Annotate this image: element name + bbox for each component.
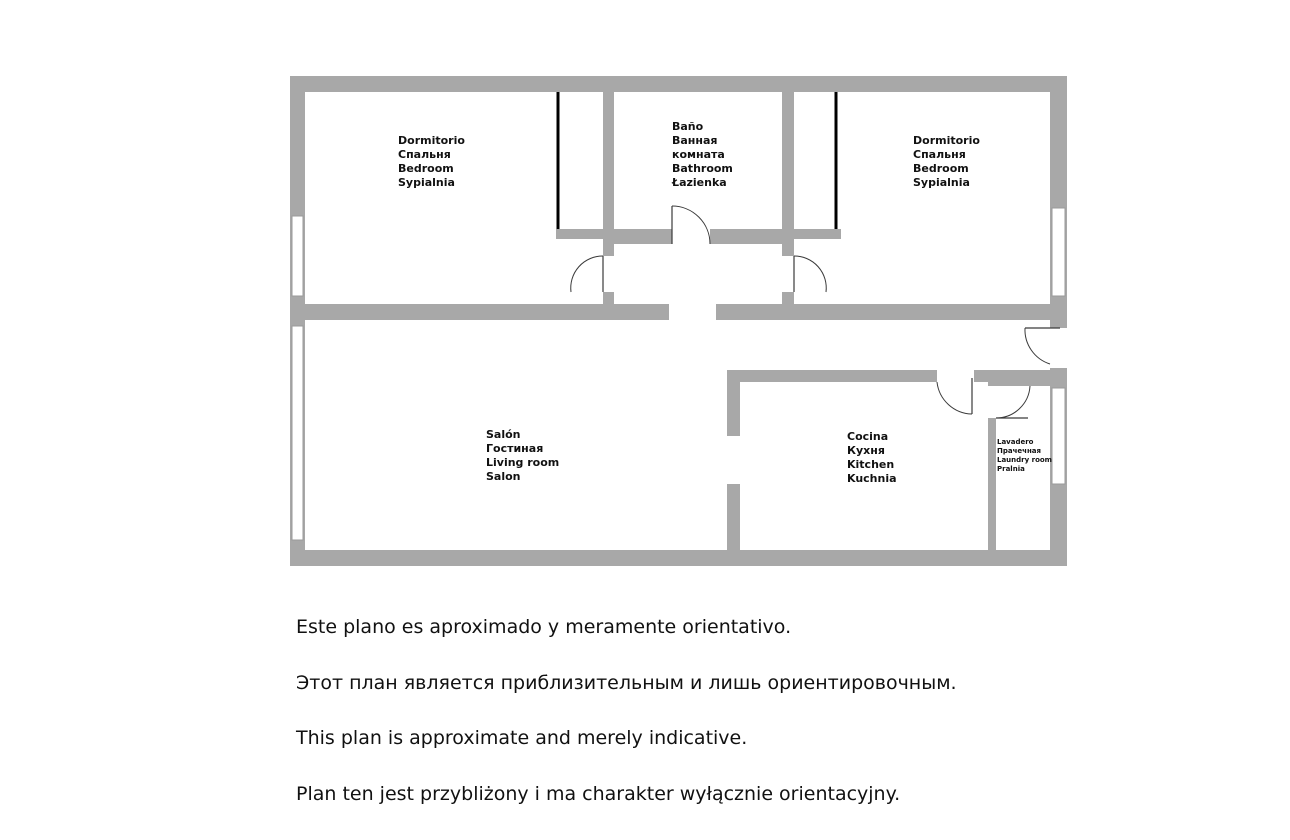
kitchen-top-wall [727,370,937,382]
note-spanish: Este plano es aproximado y meramente ori… [296,616,792,638]
right-bedroom-door-opening [782,256,794,292]
room-bedroom-left [305,92,603,304]
label-laundry: Lavadero Прачечная Laundry room Pralnia [997,438,1054,473]
entrance-opening [1050,328,1067,368]
label-kitchen: Cocina Кухня Kitchen Kuchnia [847,430,898,485]
window-laundry [1051,387,1066,485]
note-english: This plan is approximate and merely indi… [296,727,748,749]
laundry-left-wall [988,418,996,550]
note-polish: Plan ten jest przybliżony i ma charakter… [296,783,901,805]
door-swing-right-bedroom [793,255,827,293]
hall-left-wall [603,244,614,256]
closet-right-wall [794,229,841,239]
label-bedroom-left: Dormitorio Спальня Bedroom Sypialnia [398,134,469,189]
hall-right-wall-bottom [782,292,794,304]
label-living-room: Salón Гостиная Living room Salon [486,428,563,483]
room-bathroom [614,92,782,229]
window-living [291,325,304,541]
left-bedroom-door-opening [603,256,614,292]
closet-left-wall [556,229,603,239]
room-laundry [996,386,1050,550]
door-swing-bathroom [671,205,711,245]
room-bedroom-right [794,92,1050,304]
bath-door-opening [672,229,710,244]
mid-wall-left [305,304,669,320]
door-swing-kitchen [936,378,973,415]
bath-bottom-wall [614,229,672,244]
mid-wall-right [716,304,1050,320]
kitchen-door-opening [937,370,974,382]
room-hallway [614,244,782,304]
door-swing-entrance [1024,327,1060,365]
living-door-opening [669,304,716,320]
window-bedroom-right [1051,207,1066,297]
room-corridor [727,320,1050,370]
kitchen-top-wall-right [974,370,1050,382]
hall-right-wall [782,244,794,256]
floor-plan: Dormitorio Спальня Bedroom Sypialnia Bañ… [290,76,1067,566]
hall-left-wall-bottom [603,292,614,304]
note-russian: Этот план является приблизительным и лиш… [296,672,957,694]
room-living [305,320,727,550]
label-bedroom-right: Dormitorio Спальня Bedroom Sypialnia [913,134,984,189]
label-bathroom: Baño Ванная комната Bathroom Łazienka [671,120,737,189]
room-kitchen [740,382,988,550]
laundry-door-opening [988,386,996,418]
bath-bottom-wall-right [710,229,782,244]
door-swing-laundry [995,385,1031,419]
living-kitchen-opening [727,436,740,484]
door-swing-left-bedroom [570,255,604,293]
laundry-top-wall [988,382,1050,386]
window-bedroom-left [291,215,304,297]
